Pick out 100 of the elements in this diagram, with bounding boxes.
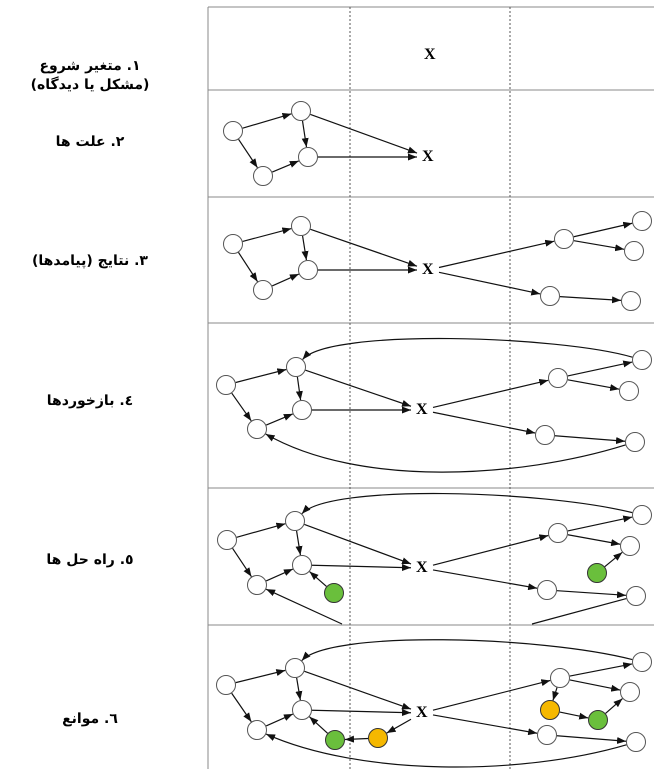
circle-node (632, 211, 652, 231)
arrow (266, 568, 294, 582)
arrow (312, 709, 412, 716)
variable-x: X (415, 705, 429, 721)
feedback-arrow (266, 734, 627, 768)
circle-node (223, 121, 243, 141)
arrow (556, 735, 626, 744)
arrow (432, 534, 548, 566)
row-heading: ١. متغیر شروع (مشکل یا دیدگاه) (30, 57, 150, 95)
arrow (296, 530, 302, 556)
circle-node (624, 241, 644, 261)
circle-node (253, 166, 273, 186)
variable-x: X (415, 402, 429, 418)
circle-node (291, 101, 311, 121)
filled-circle (324, 583, 344, 603)
circle-node (620, 682, 640, 702)
arrow (310, 228, 418, 267)
arrow (432, 714, 538, 736)
arrow (560, 296, 622, 304)
arrow (554, 435, 626, 444)
arrow (302, 236, 308, 260)
arrow (312, 406, 411, 414)
circle-node (216, 375, 236, 395)
arrow (432, 412, 536, 435)
arrow (432, 378, 548, 408)
circle-node (216, 675, 236, 695)
row-heading: ٢. علت ها (54, 133, 126, 152)
arrow (302, 120, 309, 148)
arrow (438, 240, 554, 268)
variable-x: X (421, 149, 435, 165)
arrow (312, 564, 412, 571)
arrow (568, 534, 620, 546)
arrow (295, 678, 302, 700)
arrow (568, 360, 632, 376)
arrow (236, 368, 286, 384)
circle-node (548, 523, 568, 543)
feedback-arrow (302, 338, 633, 360)
circle-node (286, 357, 306, 377)
filled-circle (587, 563, 607, 583)
filled-circle (368, 728, 388, 748)
circle-node (253, 280, 273, 300)
circle-node (291, 216, 311, 236)
circle-node (298, 147, 318, 167)
circle-node (285, 511, 305, 531)
circle-node (540, 286, 560, 306)
arrow (570, 679, 620, 692)
circle-node (535, 425, 555, 445)
circle-node (292, 700, 312, 720)
arrow (238, 252, 258, 282)
circle-node (292, 400, 312, 420)
row-heading: ٦. موانع (61, 710, 119, 729)
variable-x: X (421, 262, 435, 278)
variable-x: X (415, 560, 429, 576)
circle-node (550, 668, 570, 688)
circle-node (285, 658, 305, 678)
variable-x: X (423, 47, 437, 63)
arrow (296, 376, 303, 400)
arrow (574, 240, 624, 252)
arrow (238, 138, 258, 168)
circle-node (619, 381, 639, 401)
arrow (242, 227, 292, 242)
filled-circle (588, 710, 608, 730)
circle-node (621, 291, 641, 311)
circle-node (537, 725, 557, 745)
arrow (318, 266, 417, 274)
arrow (605, 698, 623, 714)
feedback-arrow (302, 492, 632, 514)
arrow (432, 569, 538, 590)
arrow (344, 736, 368, 743)
arrow (305, 370, 412, 407)
circle-node (247, 720, 267, 740)
circle-node (217, 530, 237, 550)
arrow (556, 590, 626, 598)
arrow (568, 516, 632, 532)
arrow (386, 718, 412, 734)
circle-node (625, 432, 645, 452)
circle-node (298, 260, 318, 280)
arrow (236, 669, 286, 684)
circle-node (632, 350, 652, 370)
circle-node (626, 586, 646, 606)
circle-node (632, 652, 652, 672)
arrow (304, 524, 412, 564)
circle-node (247, 575, 267, 595)
circle-node (247, 419, 267, 439)
arrow (266, 714, 294, 726)
arrow (574, 222, 632, 238)
arrow (231, 392, 252, 422)
circle-node (548, 368, 568, 388)
arrow (309, 716, 328, 734)
arrow (552, 687, 559, 701)
filled-circle (325, 730, 345, 750)
arrow (604, 552, 623, 568)
circle-node (537, 580, 557, 600)
feedback-arrow (301, 639, 632, 662)
arrow (310, 114, 418, 154)
arrow (272, 160, 300, 173)
feedback-arrow (265, 433, 626, 473)
arrow (266, 588, 342, 625)
arrow (304, 670, 412, 710)
row-heading: ٥. راه حل ها (45, 551, 135, 570)
